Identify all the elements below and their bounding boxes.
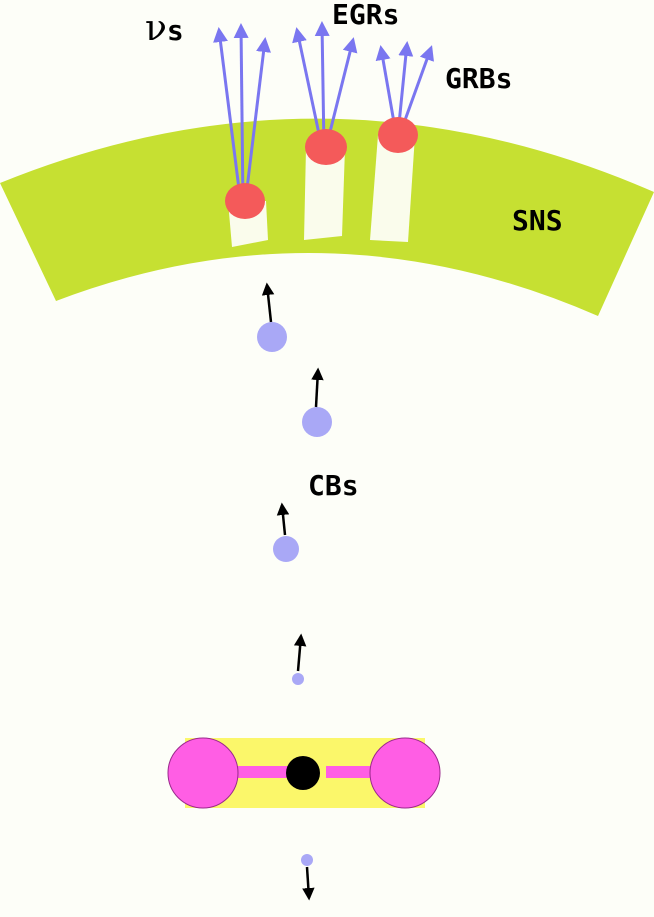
left-lobe (167, 737, 239, 809)
arrow-icon (276, 502, 290, 536)
ray-arrow-icon (233, 23, 249, 206)
cannonball (302, 407, 332, 437)
neutrinos-label: νs (145, 8, 184, 49)
arrow-icon (311, 367, 324, 408)
arrow-icon (302, 866, 315, 901)
grbs-label: GRBs (445, 62, 512, 95)
lobe-connector (230, 766, 290, 778)
shell-channel (370, 135, 415, 242)
lobe-connector (326, 766, 382, 778)
ray-arrow-icon (292, 27, 324, 149)
shell-channel (304, 148, 345, 240)
egrs-label: EGRs (332, 0, 399, 31)
emission-spot (378, 117, 418, 153)
ray-arrow-icon (213, 27, 243, 206)
cannonball (301, 854, 313, 866)
cannonball (273, 536, 299, 562)
cbs-label: CBs (308, 469, 359, 502)
central-object (286, 756, 320, 790)
cannonball (257, 322, 287, 352)
arrow-icon (293, 633, 307, 672)
arrow-icon (261, 282, 275, 323)
right-lobe (369, 737, 441, 809)
sns-label: SNS (512, 204, 563, 237)
emission-spot (305, 129, 347, 165)
cannonball (292, 673, 304, 685)
emission-spot (225, 183, 265, 219)
ray-arrow-icon (314, 21, 330, 149)
ray-arrow-icon (243, 37, 272, 206)
